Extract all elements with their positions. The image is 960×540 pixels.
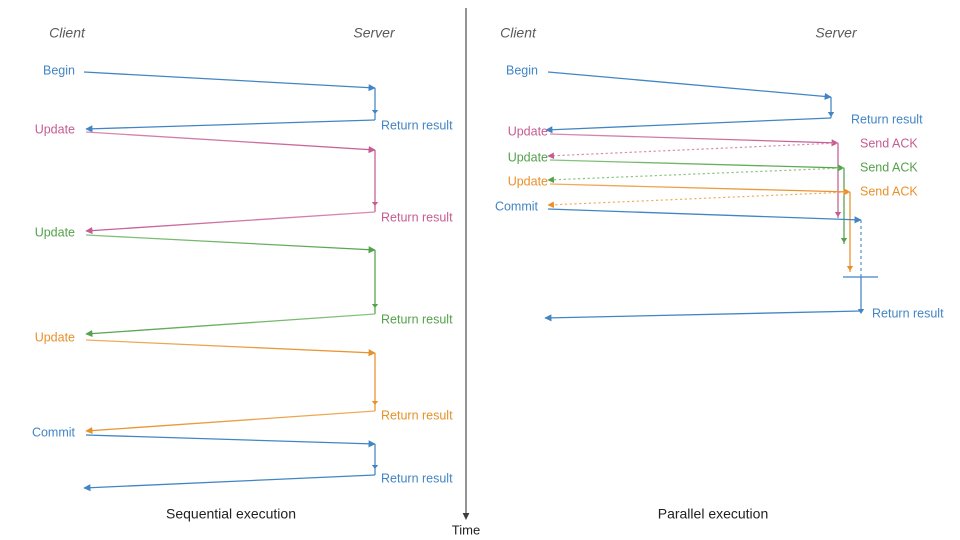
time-axis-label: Time [452,522,480,537]
message-label-send-ack: Send ACK [860,160,918,174]
message-label-send-ack: Send ACK [860,136,918,150]
request-arrow [547,71,832,100]
message-label-return-result: Return result [851,112,923,126]
bar-arrowhead [371,304,379,308]
bar-arrowhead [840,238,848,243]
request-arrow [85,234,376,254]
time-axis-arrowhead [462,513,470,520]
request-arrow [83,71,376,92]
bar-arrowhead [846,266,854,271]
message-label-return-result: Return result [381,118,453,132]
message-label-begin: Begin [43,63,75,77]
message-label-return-result: Return result [381,471,453,485]
message-label-return-result: Return result [381,408,453,422]
message-label-commit: Commit [495,199,539,213]
message-label-commit: Commit [32,425,76,439]
bar-arrowhead [827,112,835,117]
message-label-update: Update [508,174,548,188]
request-arrow [547,208,862,224]
panel-caption: Parallel execution [658,506,769,522]
response-arrow [85,313,376,338]
message-label-send-ack: Send ACK [860,184,918,198]
request-arrow [549,159,845,172]
bar-arrowhead [371,202,379,206]
response-arrow [544,310,862,322]
ack-arrow [547,142,839,160]
ack-arrow [547,191,851,209]
request-arrow [549,183,851,196]
bar-arrowhead [371,110,379,114]
message-label-return-result: Return result [872,306,944,320]
message-label-update: Update [35,330,75,344]
message-label-return-result: Return result [381,312,453,326]
bar-arrowhead [371,401,379,405]
message-label-update: Update [508,124,548,138]
message-label-update: Update [35,122,75,136]
ack-arrow [547,167,845,184]
response-arrow [83,474,376,492]
message-label-update: Update [35,225,75,239]
request-arrow [549,133,839,147]
lane-label-client: Client [49,25,86,41]
request-arrow [85,434,376,448]
panel-caption: Sequential execution [166,506,296,522]
bar-arrowhead [371,465,379,469]
message-label-return-result: Return result [381,210,453,224]
bar-arrowhead [834,212,842,217]
response-arrow [85,119,376,133]
response-arrow [545,117,832,134]
request-arrow [85,339,376,357]
lane-label-client: Client [500,25,537,41]
message-label-begin: Begin [506,63,538,77]
lane-label-server: Server [353,25,396,41]
request-arrow [85,131,376,154]
response-arrow [85,211,376,235]
message-label-update: Update [508,150,548,164]
lane-label-server: Server [815,25,858,41]
response-arrow [85,410,376,435]
